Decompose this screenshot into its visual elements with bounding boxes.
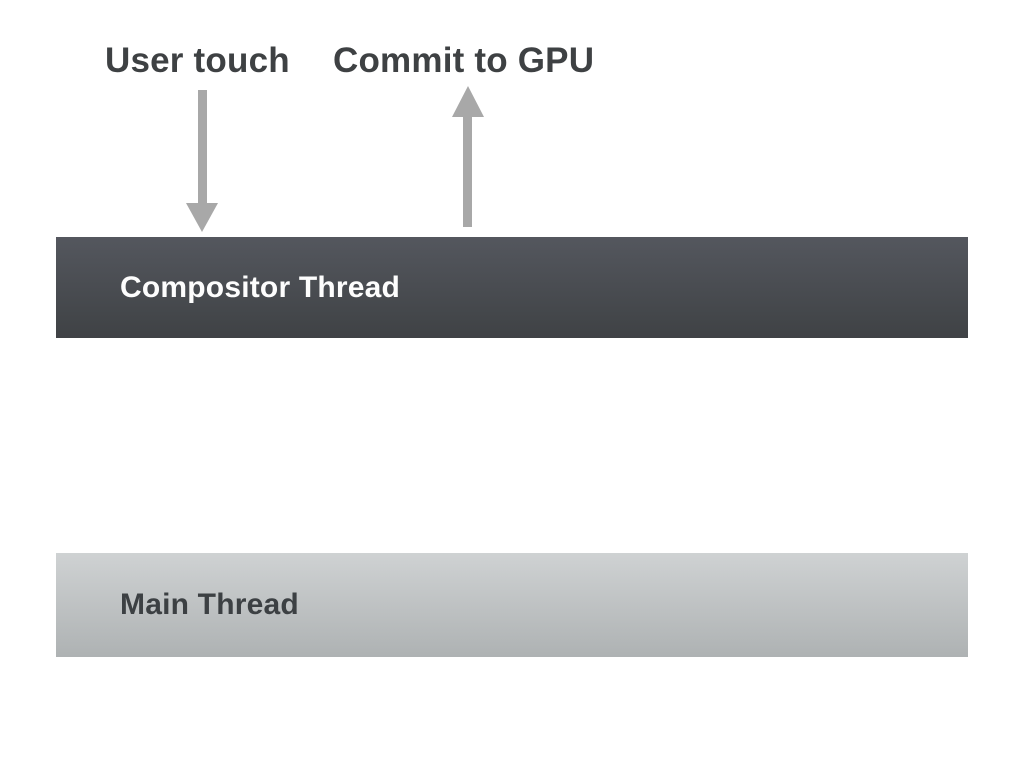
main-thread-bar: Main Thread — [56, 553, 968, 657]
user-touch-label: User touch — [105, 41, 290, 80]
up-arrow-shaft — [463, 117, 472, 227]
commit-to-gpu-label: Commit to GPU — [333, 41, 595, 80]
down-arrow-shaft — [198, 90, 207, 204]
compositor-thread-label: Compositor Thread — [120, 270, 401, 304]
main-thread-label: Main Thread — [120, 588, 299, 621]
up-arrow-icon — [452, 86, 484, 117]
compositor-thread-bar: Compositor Thread — [56, 237, 968, 338]
down-arrow-icon — [186, 203, 218, 232]
